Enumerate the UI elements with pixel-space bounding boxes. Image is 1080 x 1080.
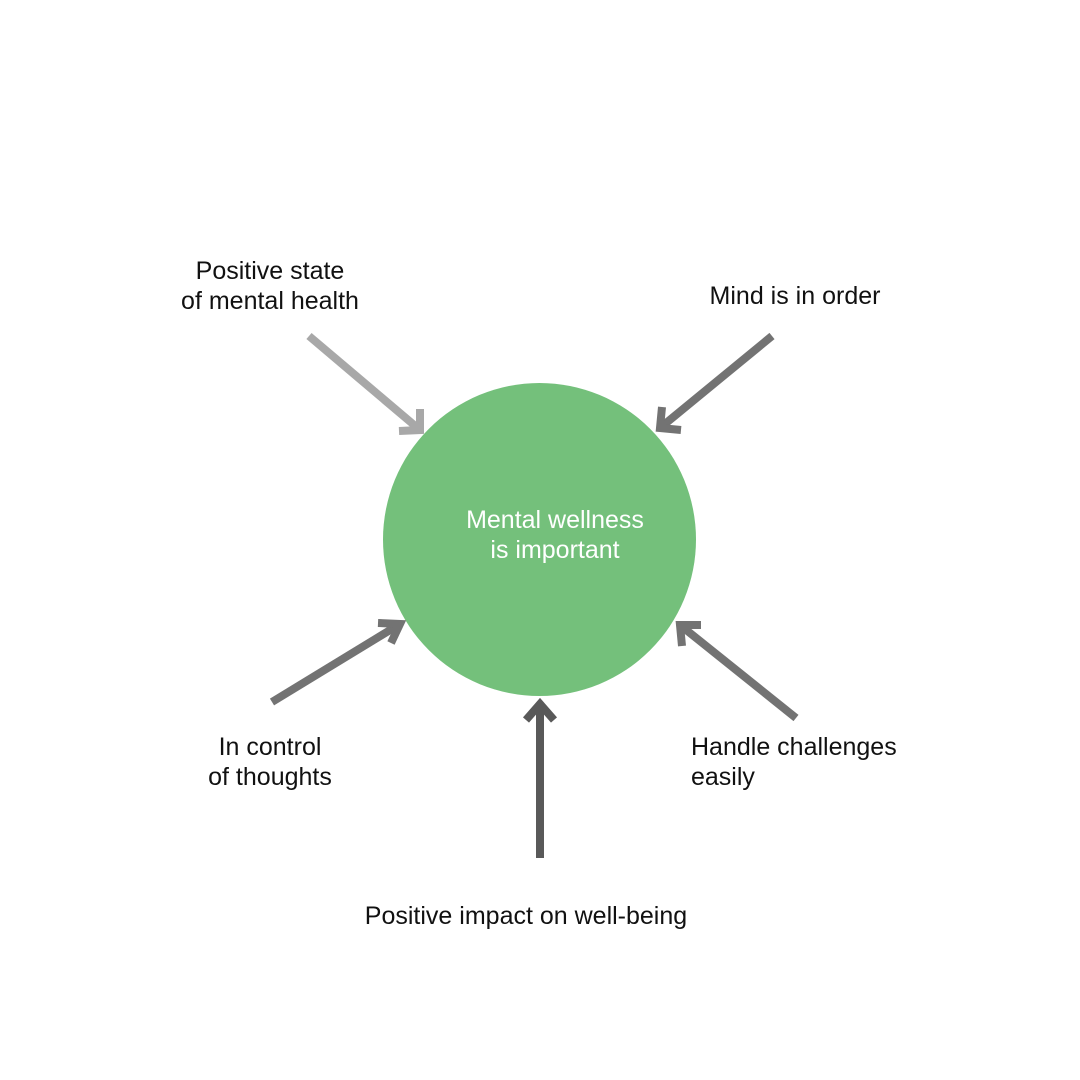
label-positive-impact: Positive impact on well-being [364,902,688,930]
label-mind-in-order: Mind is in order [709,282,881,310]
arrow-top-right [655,332,775,434]
label-positive-state: Positive state of mental health [181,257,359,315]
arrow-bottom-left [269,619,407,706]
arrow-top-left [306,332,424,435]
arrow-bottom [522,697,558,858]
center-circle [383,383,696,696]
arrow-bottom-right [675,621,799,722]
center-label: Mental wellness is important [466,506,644,564]
label-handle-challenges: Handle challenges easily [691,733,897,791]
label-in-control: In control of thoughts [208,733,332,791]
